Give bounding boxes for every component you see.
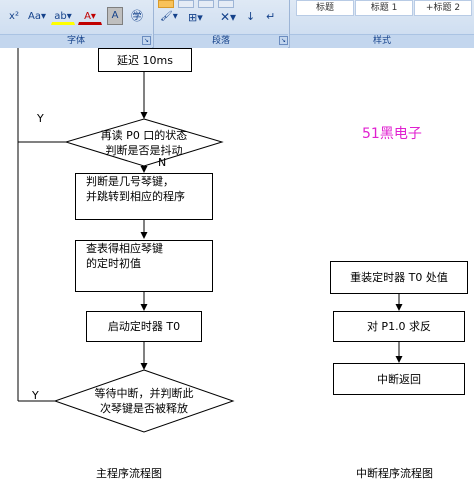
toggle-p10-box: 对 P1.0 求反 [333,311,465,342]
wait-decision-text: 等待中断，并判断此 次琴键是否被释放 [80,386,208,416]
style-heading[interactable]: 标题 [296,0,354,16]
justify-icon[interactable] [218,0,234,8]
wait-line-2: 次琴键是否被释放 [100,402,188,415]
align-center-icon[interactable] [178,0,194,8]
watermark-text: 51黑电子 [362,126,422,142]
style-heading-2[interactable]: +标题 2 [414,0,472,16]
change-case-button[interactable]: Aa▾ [28,11,46,22]
flowchart-connectors [17,48,403,433]
reread-decision-text: 再读 P0 口的状态 判断是否是抖动 [90,128,198,158]
group-separator [153,0,154,47]
highlight-button[interactable]: ab▾ [51,8,75,25]
superscript-button[interactable]: x² [9,11,19,22]
font-color-button[interactable]: A▾ [78,8,102,25]
yes-label: Y [37,112,44,125]
paragraph-dialog-launcher-icon[interactable]: ↘ [279,36,288,45]
interrupt-return-box: 中断返回 [333,363,465,395]
align-right-icon[interactable] [198,0,214,8]
enclose-char-button[interactable]: ㊫ [130,9,143,23]
style-heading-1[interactable]: 标题 1 [355,0,413,16]
styles-group-label: 样式 [290,34,474,48]
interrupt-flowchart-caption: 中断程序流程图 [356,467,433,480]
yes-label-2: Y [32,389,39,402]
delay-box: 延迟 10ms [98,48,192,72]
shading-icon[interactable]: 🖌▾ [160,11,178,22]
wait-line-1: 等待中断，并判断此 [94,387,194,400]
sort-icon[interactable]: ↓ [246,10,256,23]
reread-line-2: 判断是否是抖动 [105,144,183,157]
group-separator [289,0,290,47]
which-key-line-2: 并跳转到相应的程序 [86,190,185,203]
reread-line-1: 再读 P0 口的状态 [100,129,188,142]
align-left-icon[interactable] [158,0,174,8]
document-page: 延迟 10ms 再读 P0 口的状态 判断是否是抖动 Y N 判断是几号琴键， … [0,48,474,481]
show-marks-icon[interactable]: ↵ [266,10,276,23]
reload-timer-box: 重装定时器 T0 处值 [330,261,468,294]
which-key-box: 判断是几号琴键， 并跳转到相应的程序 [75,173,213,220]
font-group-label: 字体 [0,34,152,48]
which-key-line-1: 判断是几号琴键， [86,175,174,188]
chinese-layout-icon[interactable]: ✕▾ [220,10,237,24]
paragraph-group-label: 段落 [154,34,288,48]
lookup-line-2: 的定时初值 [86,257,141,270]
char-shading-button[interactable]: A [107,7,123,25]
lookup-line-1: 查表得相应琴键 [86,242,163,255]
no-label: N [158,156,167,169]
main-flowchart-caption: 主程序流程图 [96,467,162,480]
start-timer-box: 启动定时器 T0 [86,311,202,342]
borders-icon[interactable]: ⊞▾ [188,11,203,24]
lookup-box: 查表得相应琴键 的定时初值 [75,240,213,292]
font-dialog-launcher-icon[interactable]: ↘ [142,36,151,45]
ribbon: x² Aa▾ ab▾ A▾ A ㊫ 字体 ↘ 🖌▾ ⊞▾ ✕▾ ↓ ↵ 段落 ↘… [0,0,474,48]
